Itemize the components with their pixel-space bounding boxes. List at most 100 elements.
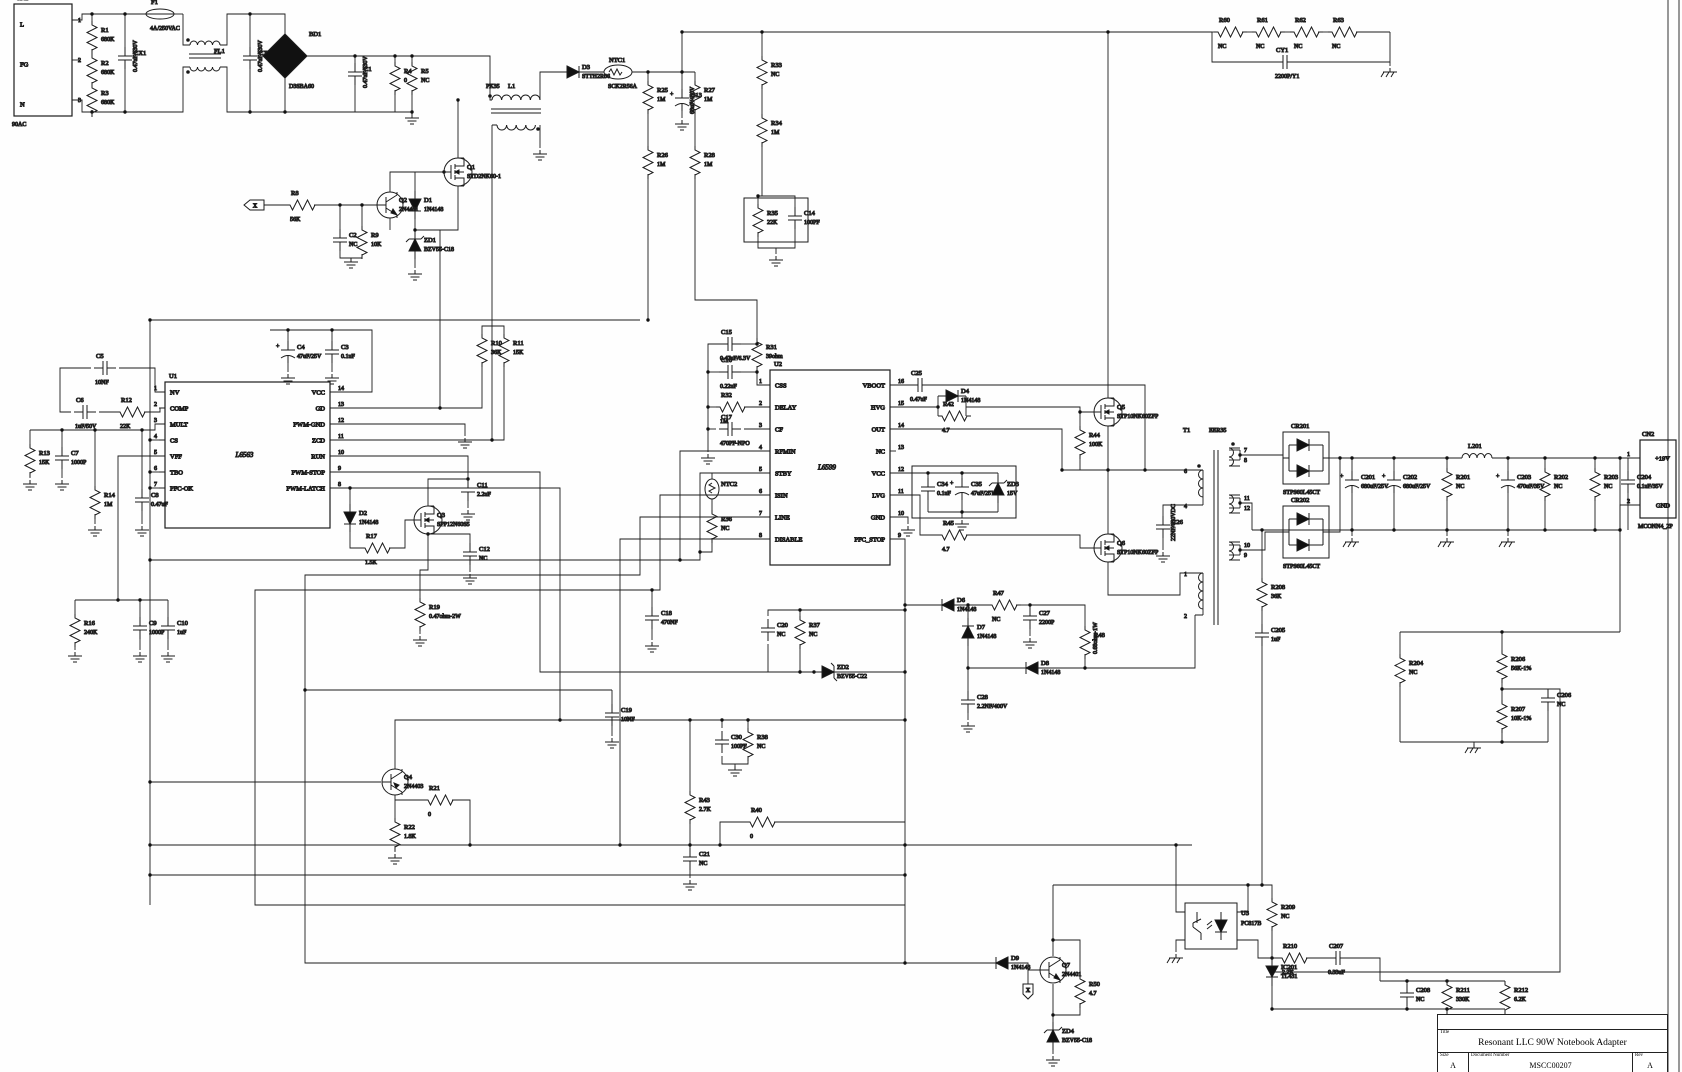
svg-text:C34: C34 <box>937 481 949 488</box>
connector-CN1: CN190ACL1FG2N3 <box>12 0 82 129</box>
rev-value: A <box>1647 1061 1653 1070</box>
ground-15 <box>461 510 475 521</box>
svg-text:ZD4: ZD4 <box>1062 1028 1075 1035</box>
svg-text:5: 5 <box>154 450 157 456</box>
svg-text:2N4401: 2N4401 <box>1062 972 1081 978</box>
title-block-top <box>1438 1015 1667 1030</box>
ground-17 <box>413 636 427 647</box>
svg-text:0.33uF: 0.33uF <box>1328 970 1346 976</box>
svg-text:R8: R8 <box>291 190 299 197</box>
svg-text:R27: R27 <box>704 87 716 94</box>
svg-text:NC: NC <box>1256 44 1264 50</box>
svg-text:CN1: CN1 <box>16 0 28 2</box>
svg-text:PC817B: PC817B <box>1241 921 1261 927</box>
svg-text:R36: R36 <box>721 516 733 523</box>
svg-text:R43: R43 <box>699 797 710 804</box>
svg-text:C4: C4 <box>297 344 305 351</box>
svg-text:VBOOT: VBOOT <box>863 383 885 390</box>
svg-text:39ohm: 39ohm <box>766 354 783 360</box>
svg-text:D7: D7 <box>977 624 986 631</box>
ground-10 <box>135 526 149 537</box>
svg-text:0.47uF: 0.47uF <box>910 397 928 403</box>
svg-text:10NF: 10NF <box>621 717 635 723</box>
svg-text:C20: C20 <box>777 622 788 629</box>
svg-text:2200P: 2200P <box>1039 620 1055 626</box>
svg-text:680K: 680K <box>101 37 115 43</box>
svg-text:STPS60L45CT: STPS60L45CT <box>1283 564 1320 570</box>
svg-text:1M: 1M <box>657 97 666 103</box>
svg-text:L6563: L6563 <box>235 451 254 459</box>
svg-text:R26: R26 <box>657 152 669 159</box>
ic-U2: U2L6599CSS1DELAY2CF3RFMIN4STBY5ISIN6LINE… <box>759 361 905 566</box>
svg-text:R50: R50 <box>1089 981 1100 988</box>
rev-cell: Rev A <box>1633 1053 1667 1072</box>
svg-text:2N4401: 2N4401 <box>399 207 418 213</box>
svg-text:C3: C3 <box>341 344 349 351</box>
svg-text:STD2NK60-1: STD2NK60-1 <box>467 174 501 180</box>
svg-text:PWM-LATCH: PWM-LATCH <box>286 486 325 493</box>
ground-26 <box>901 526 915 537</box>
svg-text:R62: R62 <box>1295 17 1306 24</box>
svg-text:1: 1 <box>1627 452 1630 458</box>
svg-text:Q6: Q6 <box>1117 540 1126 547</box>
svg-text:0.47uF/6.3V: 0.47uF/6.3V <box>720 356 751 362</box>
ground-21 <box>605 738 619 749</box>
svg-text:NC: NC <box>421 78 429 84</box>
svg-text:COMP: COMP <box>170 406 189 413</box>
svg-text:GND: GND <box>1656 503 1670 510</box>
svg-text:VCC: VCC <box>872 471 885 478</box>
svg-text:3: 3 <box>154 418 157 424</box>
ntc-NTC2: NTC2 <box>704 478 738 500</box>
ground-7 <box>23 480 37 491</box>
svg-text:C205: C205 <box>1271 627 1285 634</box>
svg-text:1M: 1M <box>704 97 713 103</box>
svg-text:PK35: PK35 <box>486 84 500 90</box>
svg-text:R12: R12 <box>121 397 132 404</box>
svg-text:Q2: Q2 <box>399 197 407 204</box>
svg-text:+: + <box>950 481 954 487</box>
svg-text:3: 3 <box>759 423 762 429</box>
svg-text:D2: D2 <box>359 510 367 517</box>
svg-text:1uF/50V: 1uF/50V <box>75 424 97 430</box>
ground-24 <box>388 854 402 865</box>
svg-text:1: 1 <box>154 386 157 392</box>
rev-label: Rev <box>1635 1053 1644 1058</box>
svg-text:7: 7 <box>1244 448 1247 454</box>
svg-text:+: + <box>1496 474 1500 480</box>
earth-ground-33 <box>1437 538 1454 548</box>
svg-text:R31: R31 <box>766 344 777 351</box>
svg-text:10NF: 10NF <box>95 380 109 386</box>
svg-text:C35: C35 <box>971 481 982 488</box>
svg-text:2.2uF: 2.2uF <box>477 492 492 498</box>
cap-C3: C30.1uF <box>325 341 356 363</box>
svg-text:BZV55-C22: BZV55-C22 <box>837 674 867 680</box>
svg-text:GND: GND <box>871 515 885 522</box>
junction-dots <box>60 12 1622 1017</box>
svg-text:1N4148: 1N4148 <box>961 398 980 404</box>
svg-text:RUN: RUN <box>311 454 325 461</box>
svg-text:+: + <box>1382 474 1386 480</box>
svg-text:NC: NC <box>479 556 487 562</box>
doc-number: MSCC00207 <box>1529 1061 1572 1070</box>
svg-text:L1: L1 <box>508 83 515 90</box>
svg-text:0: 0 <box>428 812 431 818</box>
